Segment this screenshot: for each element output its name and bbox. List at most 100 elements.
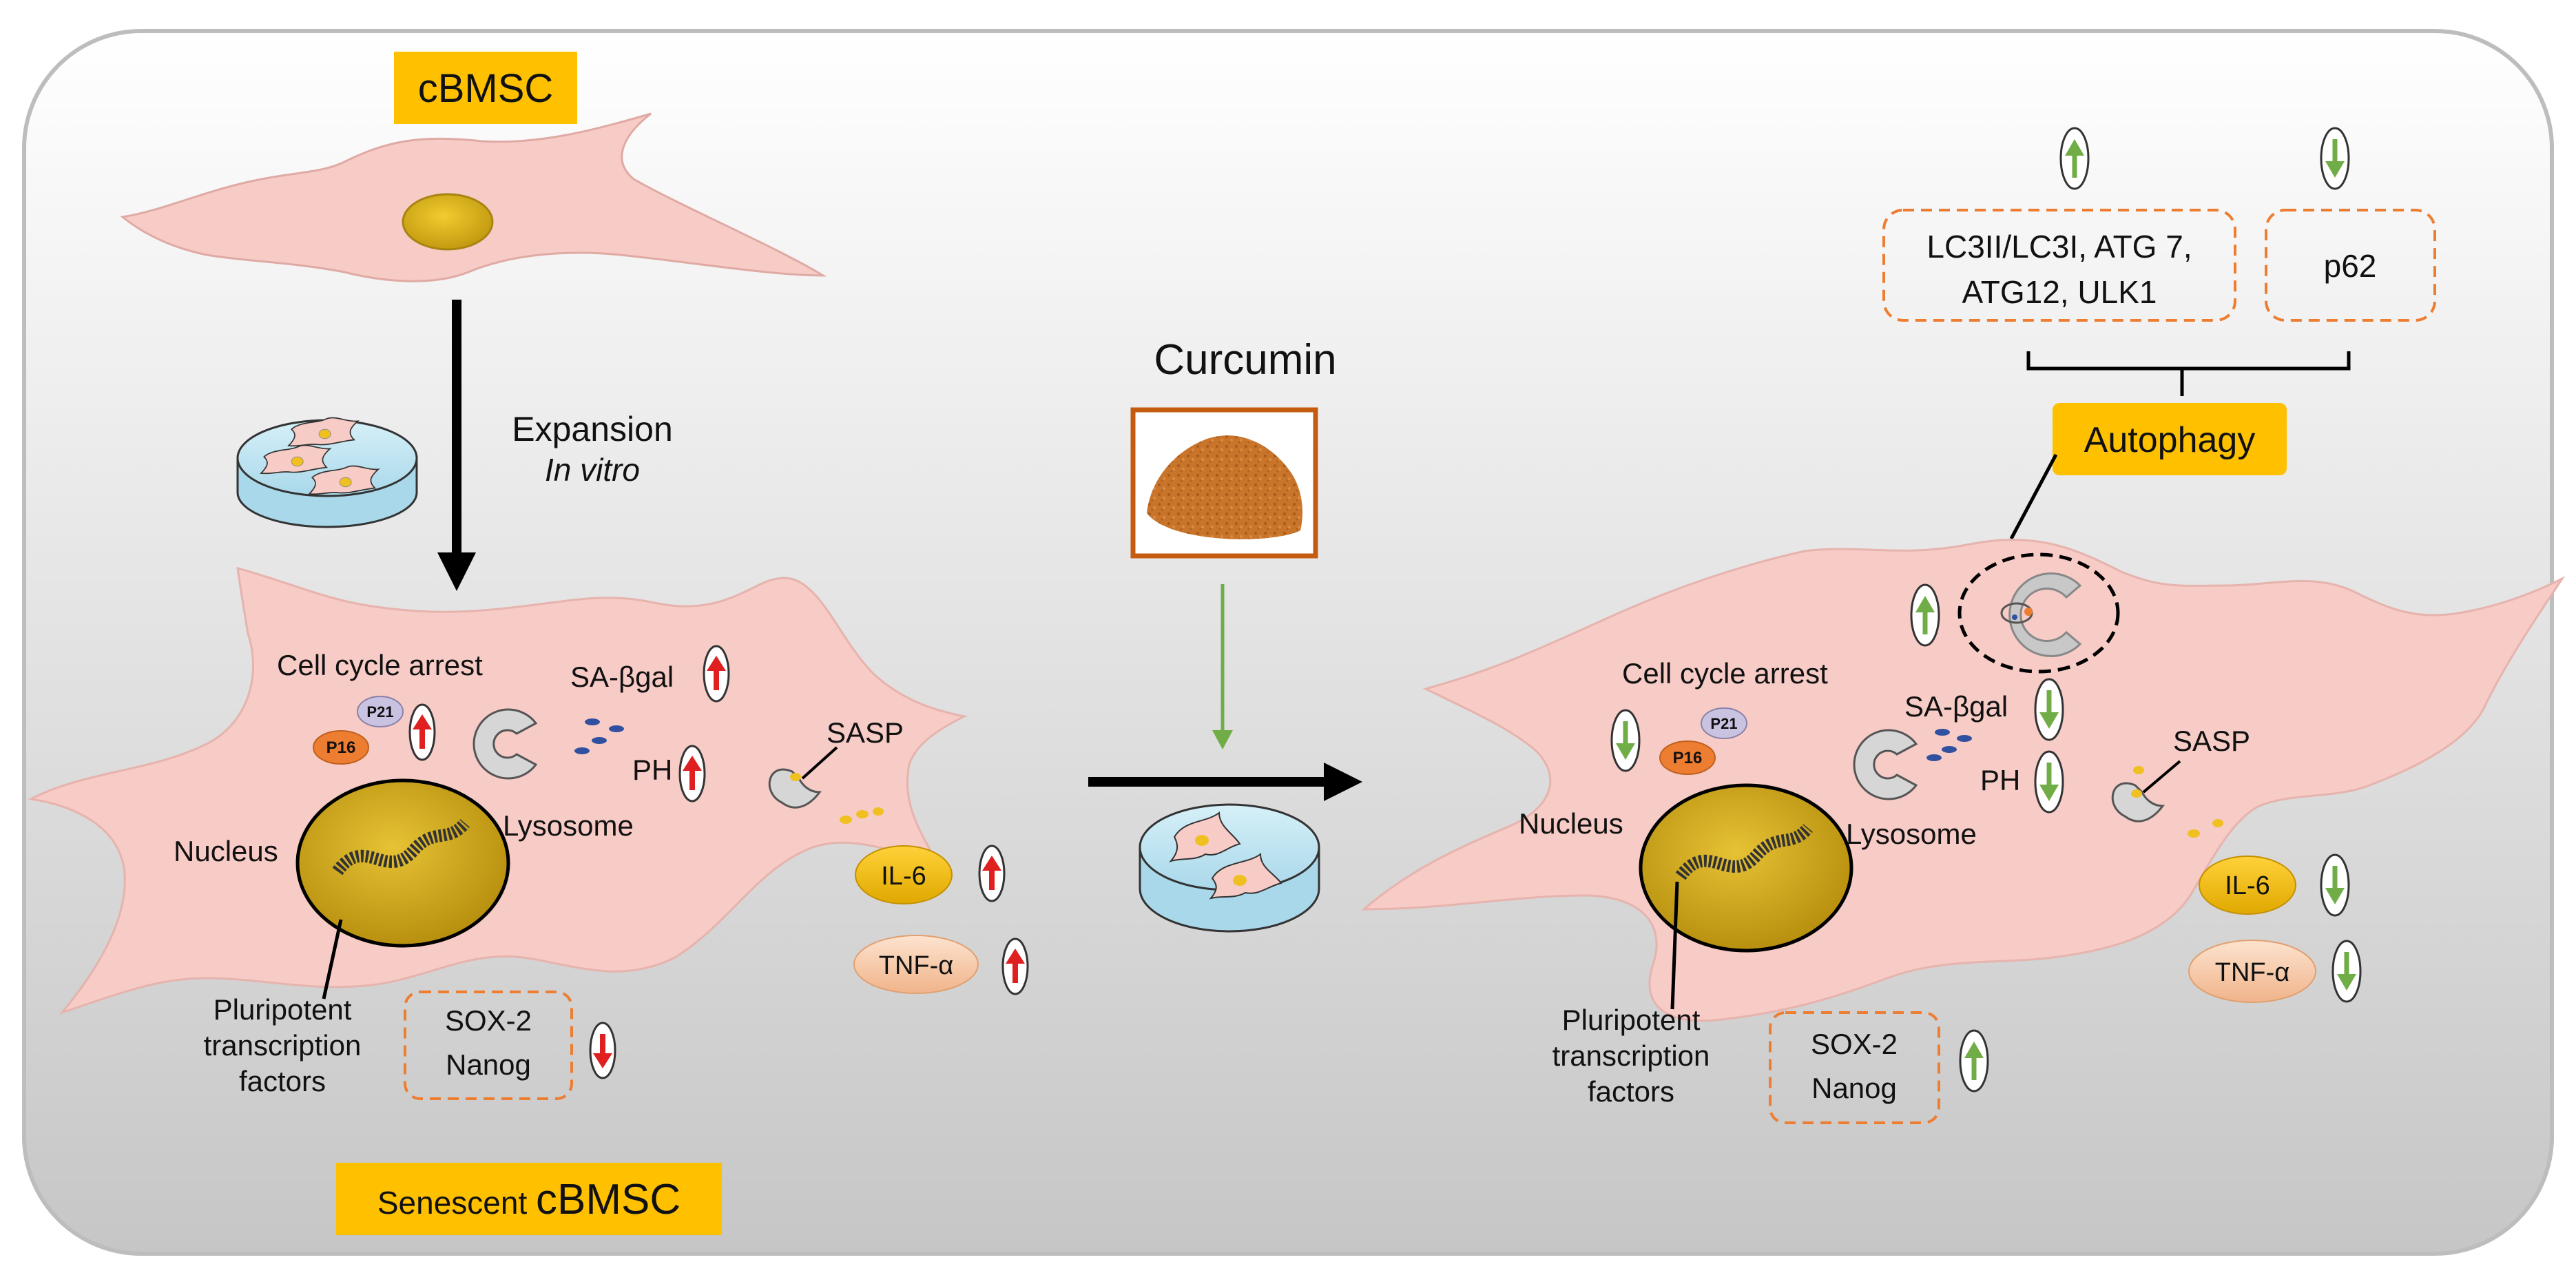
left-p21-up-arrow	[410, 705, 435, 760]
left-sox2: SOX-2	[445, 1004, 532, 1037]
right-sox2: SOX-2	[1811, 1028, 1898, 1060]
left-sox-box	[404, 991, 573, 1100]
lc3-line2: ATG12, ULK1	[1962, 274, 2157, 310]
left-pluri-2: transcription	[204, 1029, 362, 1062]
right-lysosome-label: Lysosome	[1846, 818, 1977, 850]
autophagosome-outline	[1957, 552, 2120, 674]
senescent-label-box	[336, 1163, 722, 1235]
left-sa-bgal: SA-βgal	[570, 661, 674, 693]
right-sasp-dot	[2131, 789, 2142, 798]
left-nucleus	[295, 778, 510, 948]
left-il6-label: IL-6	[881, 862, 926, 891]
right-cell-cycle-arrest: Cell cycle arrest	[1622, 657, 1828, 690]
left-ph: PH	[632, 754, 672, 786]
left-pluri-1: Pluripotent	[214, 993, 352, 1026]
left-sasp-dot	[790, 773, 801, 781]
curcumin-powder-icon	[1147, 435, 1302, 539]
autophagy-leader	[2009, 453, 2058, 540]
right-sasp-label: SASP	[2173, 725, 2250, 757]
left-lysosome-icon	[472, 708, 538, 780]
left-lysosome-label: Lysosome	[503, 809, 634, 842]
left-nucleus-label: Nucleus	[174, 835, 278, 867]
right-nucleus-label: Nucleus	[1519, 807, 1623, 840]
right-cell-cycle-down-arrow	[1612, 710, 1639, 771]
petri-dish-left	[236, 417, 418, 528]
left-il6-ellipse	[855, 845, 953, 904]
cbmsc-label-box	[394, 52, 577, 124]
autophagosome-icon	[2008, 572, 2082, 657]
right-nucleus	[1639, 783, 1853, 953]
right-sox-up-arrow	[1960, 1031, 1988, 1091]
left-sox-down-arrow	[590, 1023, 615, 1078]
left-nucleus-leader	[322, 919, 343, 1000]
right-lysosome-dots	[1926, 729, 1972, 761]
stem-cell-nucleus	[402, 193, 494, 251]
right-p21-badge	[1701, 707, 1747, 739]
right-tnfa-label: TNF-α	[2215, 958, 2290, 987]
left-p16-label: P16	[326, 738, 356, 757]
cbmsc-label: cBMSC	[418, 66, 554, 111]
curcumin-label: Curcumin	[1154, 336, 1336, 384]
right-il6-down-arrow	[2321, 855, 2349, 915]
autophagy-up-arrow	[1911, 585, 1939, 645]
left-il6-up-arrow	[979, 846, 1004, 901]
autophagy-label: Autophagy	[2084, 420, 2256, 460]
right-sa-bgal-down-arrow	[2035, 679, 2063, 740]
left-lysosome-dots	[574, 718, 624, 754]
right-sa-bgal: SA-βgal	[1904, 690, 2008, 723]
marker-bracket	[2026, 351, 2351, 396]
left-p21-label: P21	[366, 703, 393, 721]
left-sasp-label: SASP	[827, 716, 904, 749]
expansion-label: Expansion	[512, 410, 673, 448]
left-tnfa-up-arrow	[1003, 939, 1028, 994]
lc3-dashed-box	[1882, 209, 2236, 322]
right-ph-down-arrow	[2035, 752, 2063, 812]
right-nanog: Nanog	[1811, 1072, 1897, 1104]
right-sasp-leader	[2142, 760, 2181, 794]
right-sox-box	[1769, 1011, 1940, 1124]
right-pluri-1: Pluripotent	[1562, 1004, 1701, 1036]
left-p21-badge	[357, 696, 404, 727]
petri-dish-center	[1139, 803, 1320, 933]
right-chromatin	[1675, 823, 1813, 880]
right-tnfa-ellipse	[2188, 940, 2316, 1003]
autophagosome-cargo	[2024, 608, 2033, 616]
in-vitro-label: In vitro	[545, 452, 640, 488]
p62-dashed-box	[2265, 209, 2436, 322]
left-ph-up-arrow	[680, 746, 705, 801]
right-il6-ellipse	[2199, 856, 2296, 915]
lc3-up-arrow	[2061, 128, 2088, 189]
p62-down-arrow	[2321, 128, 2349, 189]
stem-cell-shape	[120, 112, 827, 282]
right-secreted-dots	[2133, 766, 2223, 838]
left-tnfa-ellipse	[853, 935, 979, 994]
left-sasp-leader	[801, 746, 838, 780]
left-sa-bgal-up-arrow	[704, 646, 729, 701]
senescent-cell-shape	[28, 566, 968, 1015]
right-il6-label: IL-6	[2225, 871, 2269, 900]
right-p16-label: P16	[1673, 749, 1703, 767]
right-p16-badge	[1659, 741, 1716, 775]
left-nanog: Nanog	[446, 1048, 531, 1081]
right-lysosome-icon	[1853, 729, 1918, 800]
autophagy-label-box	[2053, 403, 2287, 475]
left-chromatin	[332, 818, 470, 876]
right-p21-label: P21	[1710, 715, 1737, 732]
left-cell-cycle-arrest: Cell cycle arrest	[277, 649, 483, 681]
right-pluri-3: factors	[1588, 1075, 1674, 1108]
curcumin-arrow-head	[1212, 730, 1233, 749]
lc3-line1: LC3II/LC3I, ATG 7,	[1926, 229, 2192, 265]
right-nucleus-leader	[1670, 881, 1679, 1010]
left-secreted-dots	[840, 807, 884, 824]
autophagosome-cargo-2	[2012, 614, 2017, 620]
right-sasp-vesicle	[2111, 782, 2165, 822]
left-pluri-3: factors	[239, 1065, 326, 1097]
left-p16-badge	[313, 730, 369, 765]
left-tnfa-label: TNF-α	[879, 951, 954, 980]
right-pluri-2: transcription	[1552, 1039, 1710, 1072]
left-sasp-vesicle	[768, 768, 822, 809]
senescent-label: Senescent cBMSC	[377, 1176, 681, 1223]
right-tnfa-down-arrow	[2333, 941, 2360, 1002]
right-ph: PH	[1980, 764, 2020, 796]
